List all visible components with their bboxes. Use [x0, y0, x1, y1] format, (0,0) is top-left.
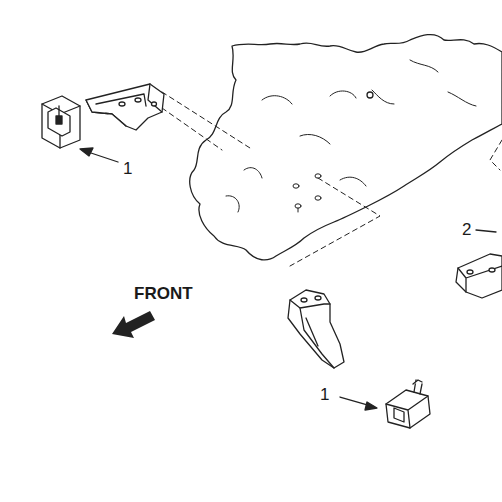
callout-number: 2: [462, 221, 471, 238]
alignment-lines: [162, 92, 502, 266]
mount-bracket-lower: [288, 290, 344, 368]
front-arrow: [112, 311, 155, 338]
mount-bracket-left: [86, 84, 164, 130]
engine-detail: [226, 60, 476, 212]
direction-label: FRONT: [134, 285, 193, 302]
mounting-holes: [293, 174, 321, 208]
mount-bracket-right: [456, 254, 502, 298]
engine-outline: [190, 35, 502, 260]
engine-mount-insulator: [386, 380, 430, 428]
engine-detail: [367, 92, 373, 98]
callout-number: 1: [320, 386, 329, 403]
callout-number: 1: [123, 160, 132, 177]
leader-arrow: [80, 148, 496, 410]
engine-mount-insulator: [42, 96, 80, 148]
